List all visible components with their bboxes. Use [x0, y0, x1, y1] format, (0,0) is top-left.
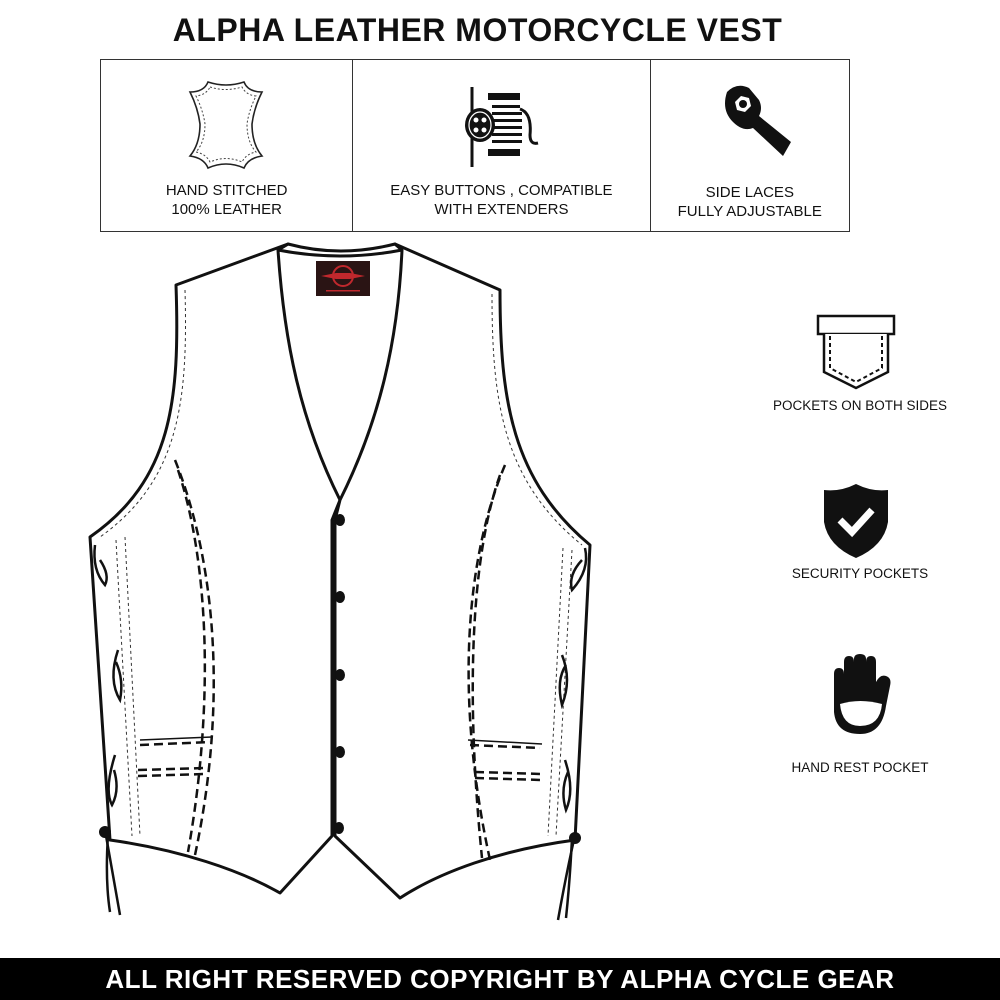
feature-easy-buttons: EASY BUTTONS , COMPATIBLE WITH EXTENDERS: [353, 60, 651, 231]
feature-side-laces: SIDE LACES FULLY ADJUSTABLE: [651, 60, 849, 231]
side-feature-label: HAND REST POCKET: [791, 760, 929, 775]
page-title: ALPHA LEATHER MOTORCYCLE VEST: [172, 12, 783, 48]
brand-logo-label: [316, 261, 370, 296]
feature-label-line2: 100% LEATHER: [171, 201, 282, 218]
shield-check-icon: [824, 484, 888, 558]
feature-strip: HAND STITCHED 100% LEATHER EASY BUTTONS ,…: [100, 59, 850, 232]
copyright-footer: ALL RIGHT RESERVED COPYRIGHT BY ALPHA CY…: [0, 958, 1000, 1000]
pocket-icon: [816, 314, 896, 390]
vest-buttons: [99, 514, 581, 844]
hand-icon: [834, 654, 891, 734]
side-feature-label: SECURITY POCKETS: [791, 566, 929, 581]
button-thread-icon: [465, 87, 539, 167]
feature-hand-stitched: HAND STITCHED 100% LEATHER: [101, 60, 354, 231]
leather-hide-icon: [188, 81, 264, 170]
feature-label-line1: EASY BUTTONS , COMPATIBLE: [390, 182, 613, 199]
feature-label-line2: WITH EXTENDERS: [434, 201, 569, 218]
wrench-icon: [724, 85, 791, 156]
side-feature-label: POCKETS ON BOTH SIDES: [772, 398, 948, 413]
feature-label-line1: HAND STITCHED: [165, 182, 288, 199]
feature-label-line1: SIDE LACES: [705, 184, 794, 201]
feature-label-line2: FULLY ADJUSTABLE: [677, 203, 822, 220]
